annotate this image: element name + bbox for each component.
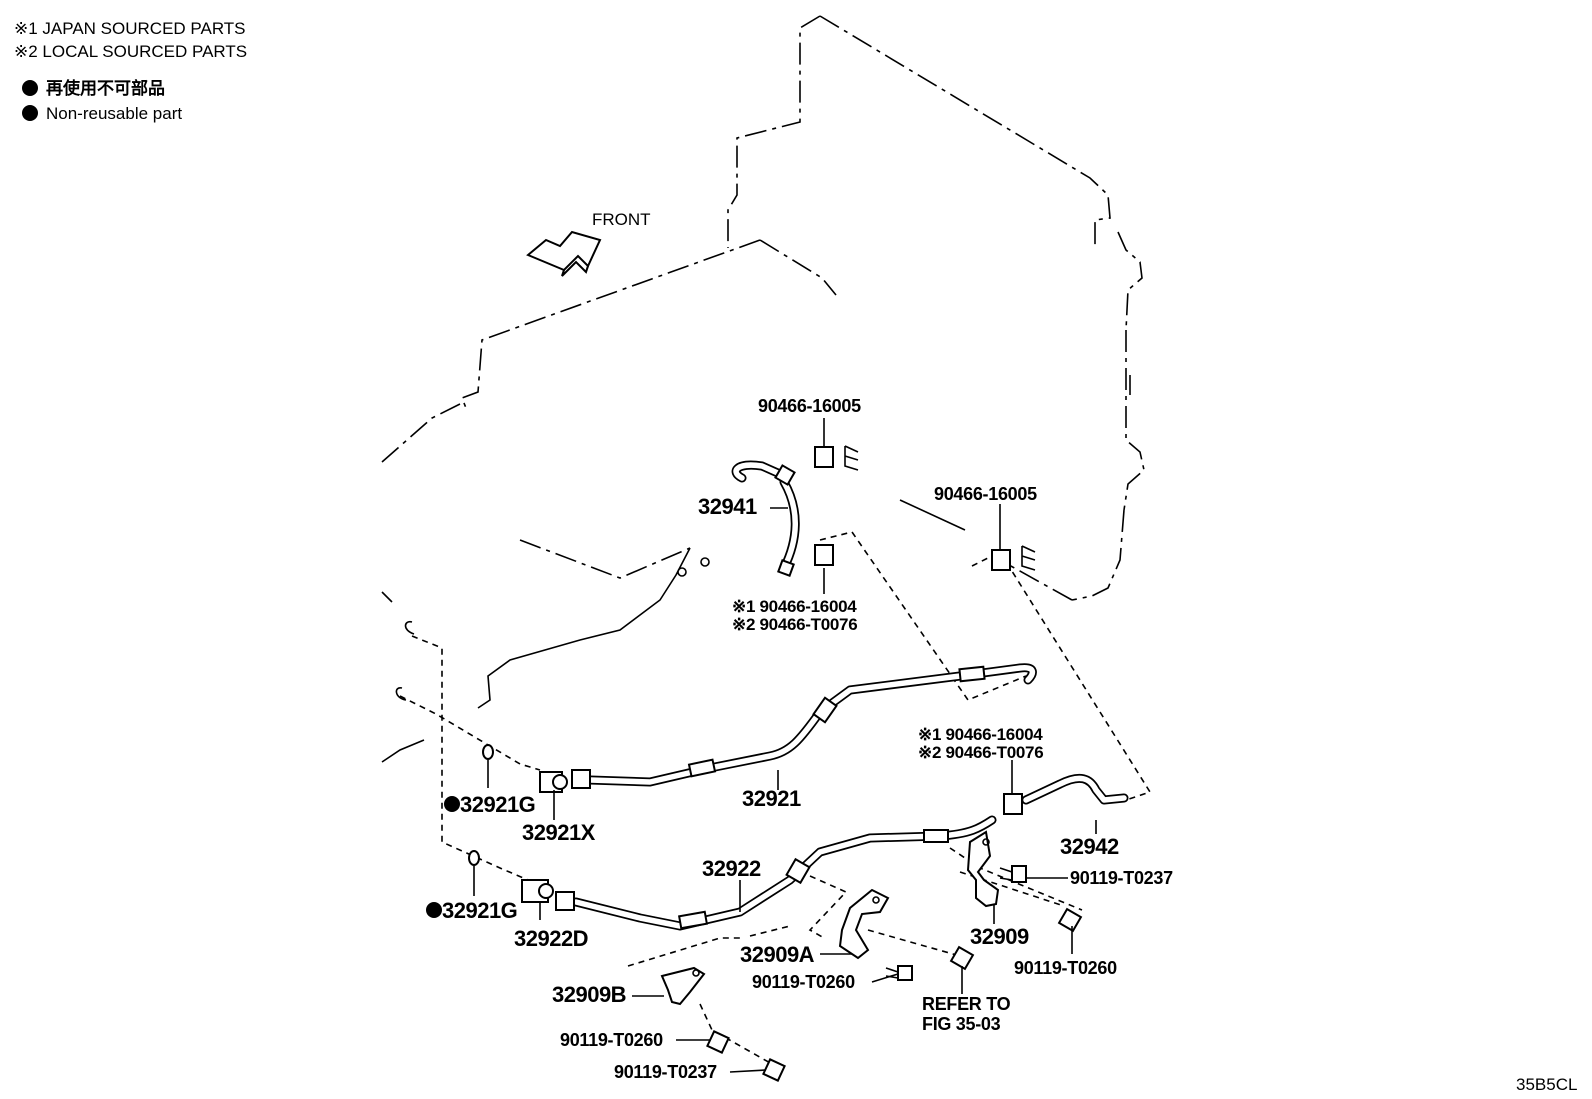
- gasket-32921G-b: [468, 850, 480, 866]
- label-32909B: 32909B: [552, 982, 626, 1007]
- label-90119-T0237-a: 90119-T0237: [1070, 868, 1173, 888]
- bolt-hole-icon: [677, 567, 687, 577]
- clamp-90466-16005-b: [991, 545, 1036, 571]
- label-90466-T0076-b: ※2 90466-T0076: [918, 743, 1043, 762]
- engine-outline: [381, 15, 1145, 763]
- union-32922D: [521, 879, 554, 903]
- nonreusable-bullet-icon: [22, 105, 38, 121]
- front-arrow-icon: [526, 230, 602, 272]
- legend-nonreusable-en: Non-reusable part: [46, 104, 182, 123]
- front-indicator: FRONT: [526, 210, 651, 277]
- bolt-refer-fig: [949, 945, 975, 971]
- clamp-90466-16004-b: [1003, 793, 1023, 815]
- figure-code: 35B5CL: [1516, 1075, 1577, 1094]
- part-labels: 90466-16005 32941 90466-16005 ※1 90466-1…: [426, 396, 1173, 1082]
- bolt-90119-T0260-c: [706, 1030, 730, 1054]
- pipe-32921: [571, 663, 1037, 789]
- label-refer-fig: FIG 35-03: [922, 1014, 1001, 1034]
- hose-32942: [1021, 773, 1129, 805]
- label-32921G-a: 32921G: [460, 792, 535, 817]
- label-90119-T0260-a: 90119-T0260: [752, 972, 855, 992]
- legend-nonreusable-jp: 再使用不可部品: [46, 78, 165, 99]
- bolt-hole-icon: [700, 557, 710, 567]
- bolt-90119-T0260-b: [1057, 907, 1083, 933]
- bracket-32909: [966, 830, 1000, 908]
- label-32922: 32922: [702, 856, 761, 881]
- label-32922D: 32922D: [514, 926, 588, 951]
- bracket-32909B: [660, 966, 706, 1006]
- bolt-90119-T0260-a: [885, 965, 913, 981]
- hose-32941: [731, 460, 800, 577]
- label-32921: 32921: [742, 786, 801, 811]
- label-32909: 32909: [970, 924, 1029, 949]
- legend: ※1 JAPAN SOURCED PARTS ※2 LOCAL SOURCED …: [14, 19, 247, 123]
- label-90466-16004-a: ※1 90466-16004: [732, 597, 857, 616]
- gasket-32921G-a: [482, 744, 494, 760]
- label-32909A: 32909A: [740, 942, 815, 967]
- label-90119-T0260-c: 90119-T0260: [560, 1030, 663, 1050]
- label-32941: 32941: [698, 494, 757, 519]
- label-90466-16004-b: ※1 90466-16004: [918, 725, 1043, 744]
- legend-note-japan: ※1 JAPAN SOURCED PARTS: [14, 19, 246, 38]
- label-90466-T0076-a: ※2 90466-T0076: [732, 615, 857, 634]
- label-90466-16005-a: 90466-16005: [758, 396, 861, 416]
- clamp-90466-16005-a: [814, 445, 859, 471]
- legend-note-local: ※2 LOCAL SOURCED PARTS: [14, 42, 247, 61]
- label-32921G-b: 32921G: [442, 898, 517, 923]
- front-arrow-shadow: [561, 260, 589, 277]
- nonreusable-bullet-icon: [22, 80, 38, 96]
- label-90466-16005-b: 90466-16005: [934, 484, 1037, 504]
- label-90119-T0260-b: 90119-T0260: [1014, 958, 1117, 978]
- bolt-90119-T0237-a: [999, 865, 1027, 883]
- connection-lines: [399, 531, 1152, 1065]
- bolt-90119-T0237-b: [762, 1058, 786, 1082]
- union-32921X: [539, 771, 568, 793]
- label-90119-T0237-b: 90119-T0237: [614, 1062, 717, 1082]
- clamp-90466-16004-a: [814, 544, 834, 566]
- label-32921X: 32921X: [522, 820, 596, 845]
- pipe-32922: [555, 815, 997, 931]
- bracket-32909A: [838, 888, 890, 960]
- front-label: FRONT: [592, 210, 651, 229]
- nonreusable-bullet-icon: [444, 796, 460, 812]
- label-32942: 32942: [1060, 834, 1119, 859]
- nonreusable-bullet-icon: [426, 902, 442, 918]
- label-refer-to: REFER TO: [922, 994, 1011, 1014]
- leader-lines: [473, 418, 1097, 1073]
